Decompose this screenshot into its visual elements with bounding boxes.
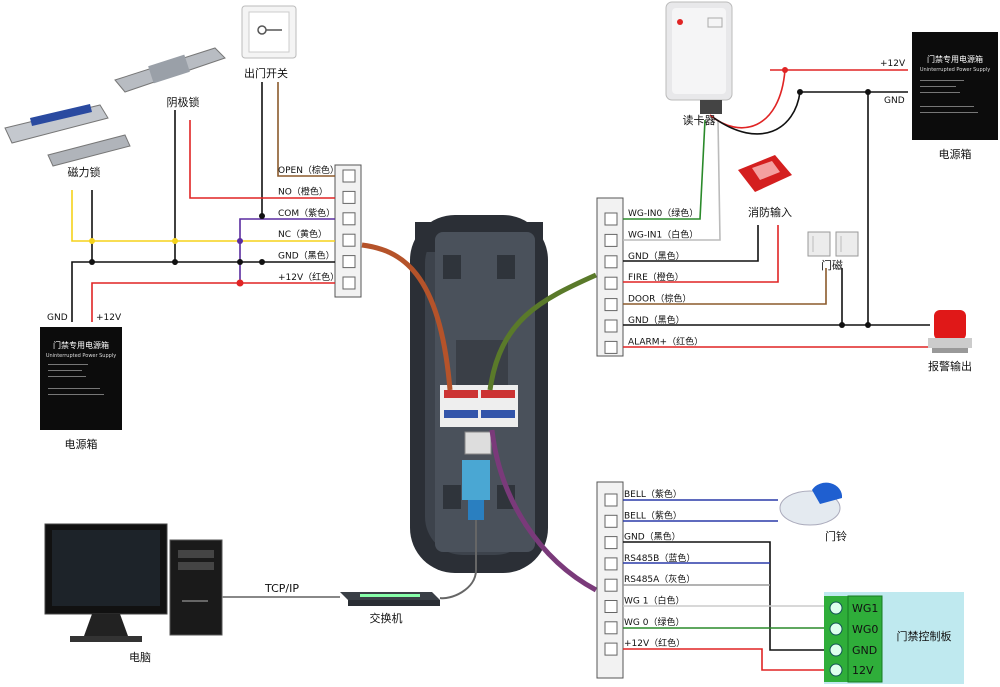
strike-lock-label: 阴极锁 (167, 95, 200, 109)
terminal-slot (604, 319, 618, 333)
psu-left-title: 门禁专用电源箱 (53, 340, 109, 350)
psu-right-title: 门禁专用电源箱 (927, 54, 983, 64)
card-reader-device (665, 1, 733, 114)
psu-left-label: 电源箱 (65, 437, 98, 451)
right-bottom-terminal-label: +12V（红色） (624, 637, 685, 649)
alarm-light-device (928, 310, 972, 353)
alarm-output-label: 报警输出 (928, 359, 972, 373)
left-terminal-label: OPEN（棕色） (278, 164, 339, 176)
fire-input-label: 消防输入 (748, 205, 792, 219)
mag-lock-device (4, 104, 131, 167)
terminal-slot (342, 255, 356, 269)
terminal-labels: OPEN（棕色） NO（橙色） COM（紫色） NC（黄色） GND（黑色） +12V（红… (278, 164, 703, 649)
psu-right-device: 门禁专用电源箱 Uninterrupted Power Supply (912, 32, 998, 140)
right-bottom-terminal-block (596, 481, 624, 679)
right-top-wiring (623, 69, 930, 348)
left-terminal-label: +12V（红色） (278, 271, 339, 283)
terminal-slot (604, 557, 618, 571)
terminal-slot (604, 600, 618, 613)
right-top-terminal-label: FIRE（橙色） (628, 271, 684, 283)
left-12v-label: +12V (96, 313, 122, 323)
right-bottom-terminal-label: BELL（紫色） (624, 509, 682, 521)
terminal-slot (604, 621, 618, 635)
right-12v-label: +12V (880, 59, 906, 69)
right-top-terminal-label: DOOR（棕色） (628, 293, 691, 305)
left-junction-dots (89, 213, 265, 287)
computer-label: 电脑 (129, 651, 151, 664)
tcpip-label: TCP/IP (264, 582, 299, 595)
right-junction-dots (782, 67, 871, 328)
strike-lock-device (114, 47, 226, 93)
controller-pin-12v: 12V (852, 664, 874, 677)
controller-board: WG1 WG0 GND 12V 门禁控制板 (824, 592, 964, 684)
terminal-slot (342, 169, 356, 183)
terminal-slot (604, 578, 618, 592)
fire-input-device (738, 155, 792, 192)
terminal-slot (604, 276, 618, 290)
left-gnd-label: GND (47, 313, 68, 323)
terminal-slot (604, 514, 618, 528)
right-top-terminal-block (596, 197, 624, 357)
left-wiring (71, 82, 335, 322)
right-bottom-terminal-label: GND（黑色） (624, 531, 681, 543)
controller-pin-gnd: GND (852, 644, 877, 657)
right-bottom-terminal-label: RS485A（灰色） (624, 573, 695, 585)
terminal-slot (342, 276, 356, 290)
left-terminal-label: NO（橙色） (278, 185, 328, 197)
doorbell-device (779, 482, 843, 526)
right-bottom-terminal-label: WG 1（白色） (624, 595, 684, 607)
psu-left-subtitle: Uninterrupted Power Supply (46, 353, 116, 359)
terminal-slot (342, 190, 356, 204)
card-reader-label: 读卡器 (683, 113, 716, 127)
mag-lock-label: 磁力锁 (68, 165, 101, 179)
terminal-slot (604, 212, 618, 226)
door-sensor-label: 门磁 (821, 258, 843, 272)
right-bottom-wiring (623, 499, 826, 671)
psu-left-device: 门禁专用电源箱 Uninterrupted Power Supply (40, 327, 122, 430)
right-top-terminal-label: WG-IN1（白色） (628, 228, 698, 240)
controller-pin-wg1: WG1 (852, 602, 878, 615)
exit-button-device (241, 5, 297, 59)
terminal-slot (604, 536, 618, 550)
terminal-slot (604, 642, 618, 656)
terminal-slot (604, 340, 618, 354)
right-bottom-terminal-label: WG 0（绿色） (624, 616, 684, 628)
psu-right-subtitle: Uninterrupted Power Supply (920, 67, 990, 73)
switch-label: 交换机 (370, 611, 403, 625)
right-gnd-label: GND (884, 96, 905, 106)
exit-button-label: 出门开关 (244, 66, 288, 80)
psu-right-label: 电源箱 (939, 147, 972, 161)
right-top-terminal-label: WG-IN0（绿色） (628, 207, 698, 219)
terminal-slot (604, 298, 618, 312)
terminal-slot (342, 233, 356, 247)
right-bottom-terminal-label: RS485B（蓝色） (624, 552, 695, 564)
right-top-terminal-label: ALARM+（红色） (628, 335, 703, 347)
left-terminal-label: NC（黄色） (278, 228, 327, 240)
terminal-slot (604, 255, 618, 269)
door-sensor-device (807, 231, 859, 257)
right-top-terminal-label: GND（黑色） (628, 314, 685, 326)
switch-device (340, 592, 440, 606)
computer-device (44, 523, 223, 642)
left-terminal-block (334, 164, 362, 298)
terminal-slot (342, 212, 356, 226)
terminal-slot (604, 493, 618, 507)
access-panel (410, 215, 548, 573)
doorbell-label: 门铃 (825, 529, 847, 543)
controller-pin-wg0: WG0 (852, 623, 878, 636)
controller-label: 门禁控制板 (897, 629, 952, 643)
terminal-slot (604, 233, 618, 247)
right-bottom-terminal-label: BELL（紫色） (624, 488, 682, 500)
right-top-terminal-label: GND（黑色） (628, 250, 685, 262)
left-terminal-label: GND（黑色） (278, 250, 335, 262)
left-terminal-label: COM（紫色） (278, 207, 335, 219)
cable-bundles (361, 242, 598, 600)
